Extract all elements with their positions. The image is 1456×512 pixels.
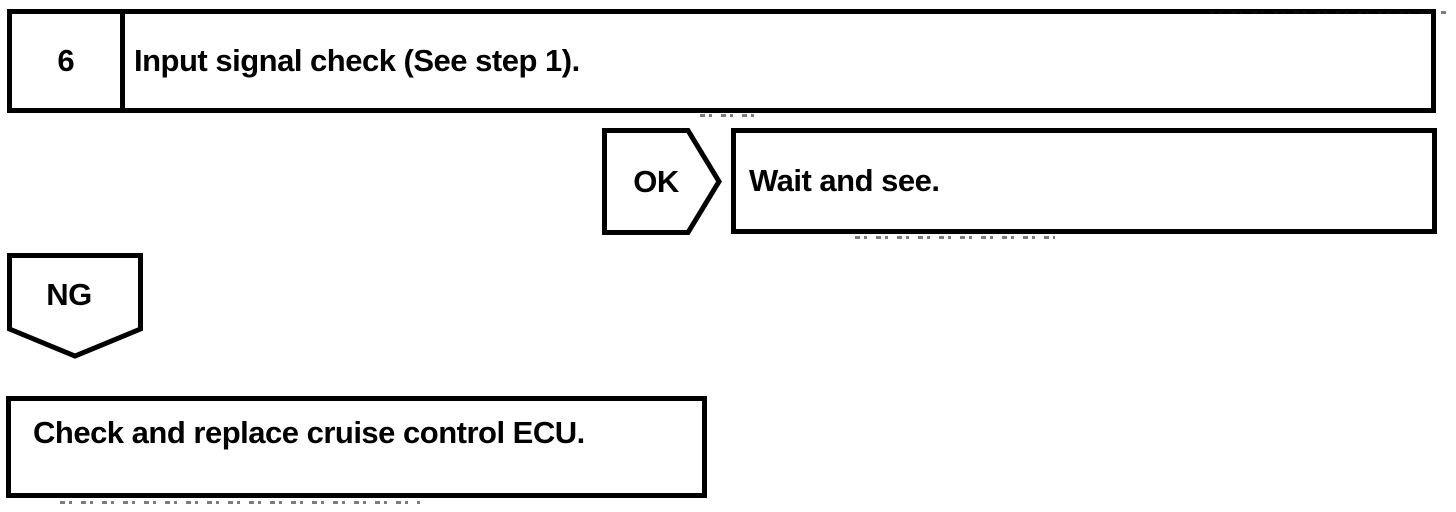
scan-artifact [60, 501, 420, 504]
step-title: Input signal check (See step 1). [134, 43, 580, 78]
step-number: 6 [12, 14, 125, 108]
ng-action-box: Check and replace cruise control ECU. [6, 396, 707, 498]
ok-arrow-right-icon [602, 128, 722, 235]
ok-result-text: Wait and see. [749, 163, 940, 198]
ok-connector-label: OK [633, 163, 679, 199]
scan-artifact [700, 114, 760, 117]
ok-connector: OK [602, 128, 722, 235]
scan-artifact [855, 236, 1055, 239]
ng-arrow-down-icon [7, 253, 143, 359]
scan-artifact [1210, 11, 1450, 14]
ng-action-text: Check and replace cruise control ECU. [33, 415, 585, 450]
ok-result-box: Wait and see. [731, 128, 1437, 234]
ng-connector: NG [7, 253, 143, 359]
step-box: 6 Input signal check (See step 1). [7, 9, 1436, 113]
ng-connector-label: NG [46, 277, 92, 312]
